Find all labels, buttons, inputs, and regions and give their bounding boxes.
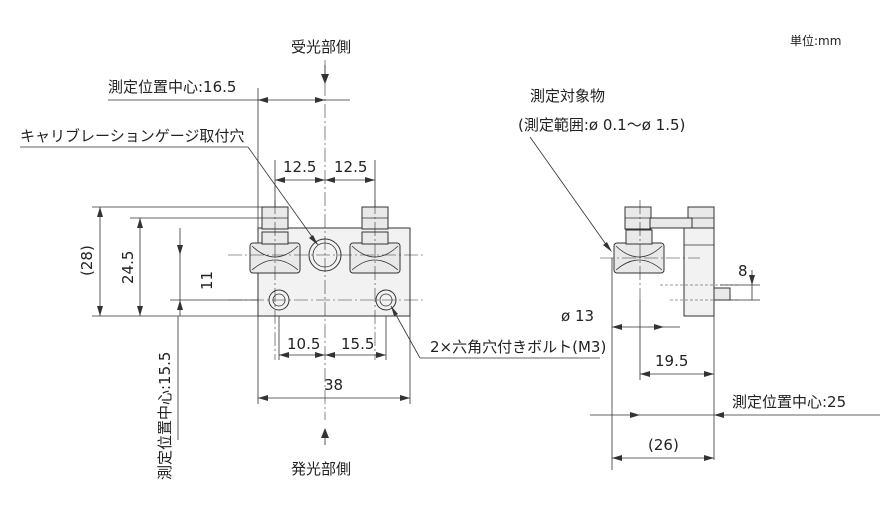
target-label: 測定対象物 <box>530 87 605 105</box>
bolt-label: 2×六角穴付きボルト(M3) <box>430 338 606 356</box>
dim-15-5: 15.5 <box>341 335 374 353</box>
emitter-side-label: 発光部側 <box>291 460 351 478</box>
calibration-hole-label: キャリブレーションゲージ取付穴 <box>20 127 244 145</box>
side-pin <box>713 287 731 301</box>
dim-12-5-left: 12.5 <box>283 158 316 176</box>
receiver-side-label: 受光部側 <box>291 38 351 56</box>
front-view <box>228 60 425 420</box>
range-label: (測定範囲:ø 0.1〜ø 1.5) <box>518 116 685 134</box>
dim-24-5: 24.5 <box>119 251 137 284</box>
side-bracket <box>683 227 715 317</box>
dim-d13: ø 13 <box>561 307 594 325</box>
side-view <box>600 200 740 317</box>
dim-8: 8 <box>738 262 748 280</box>
dim-28: (28) <box>78 245 96 276</box>
dim-19-5: 19.5 <box>655 352 688 370</box>
dim-26: (26) <box>648 436 679 454</box>
dim-38: 38 <box>324 376 343 394</box>
center-16-5-label: 測定位置中心:16.5 <box>108 78 236 96</box>
dim-11: 11 <box>198 271 216 290</box>
dim-10-5: 10.5 <box>287 335 320 353</box>
unit-label: 単位:mm <box>790 33 841 48</box>
center-25-label: 測定位置中心:25 <box>732 393 846 411</box>
center-15-5-label: 測定位置中心:15.5 <box>156 352 174 480</box>
dim-12-5-right: 12.5 <box>334 158 367 176</box>
side-arm <box>649 217 693 229</box>
